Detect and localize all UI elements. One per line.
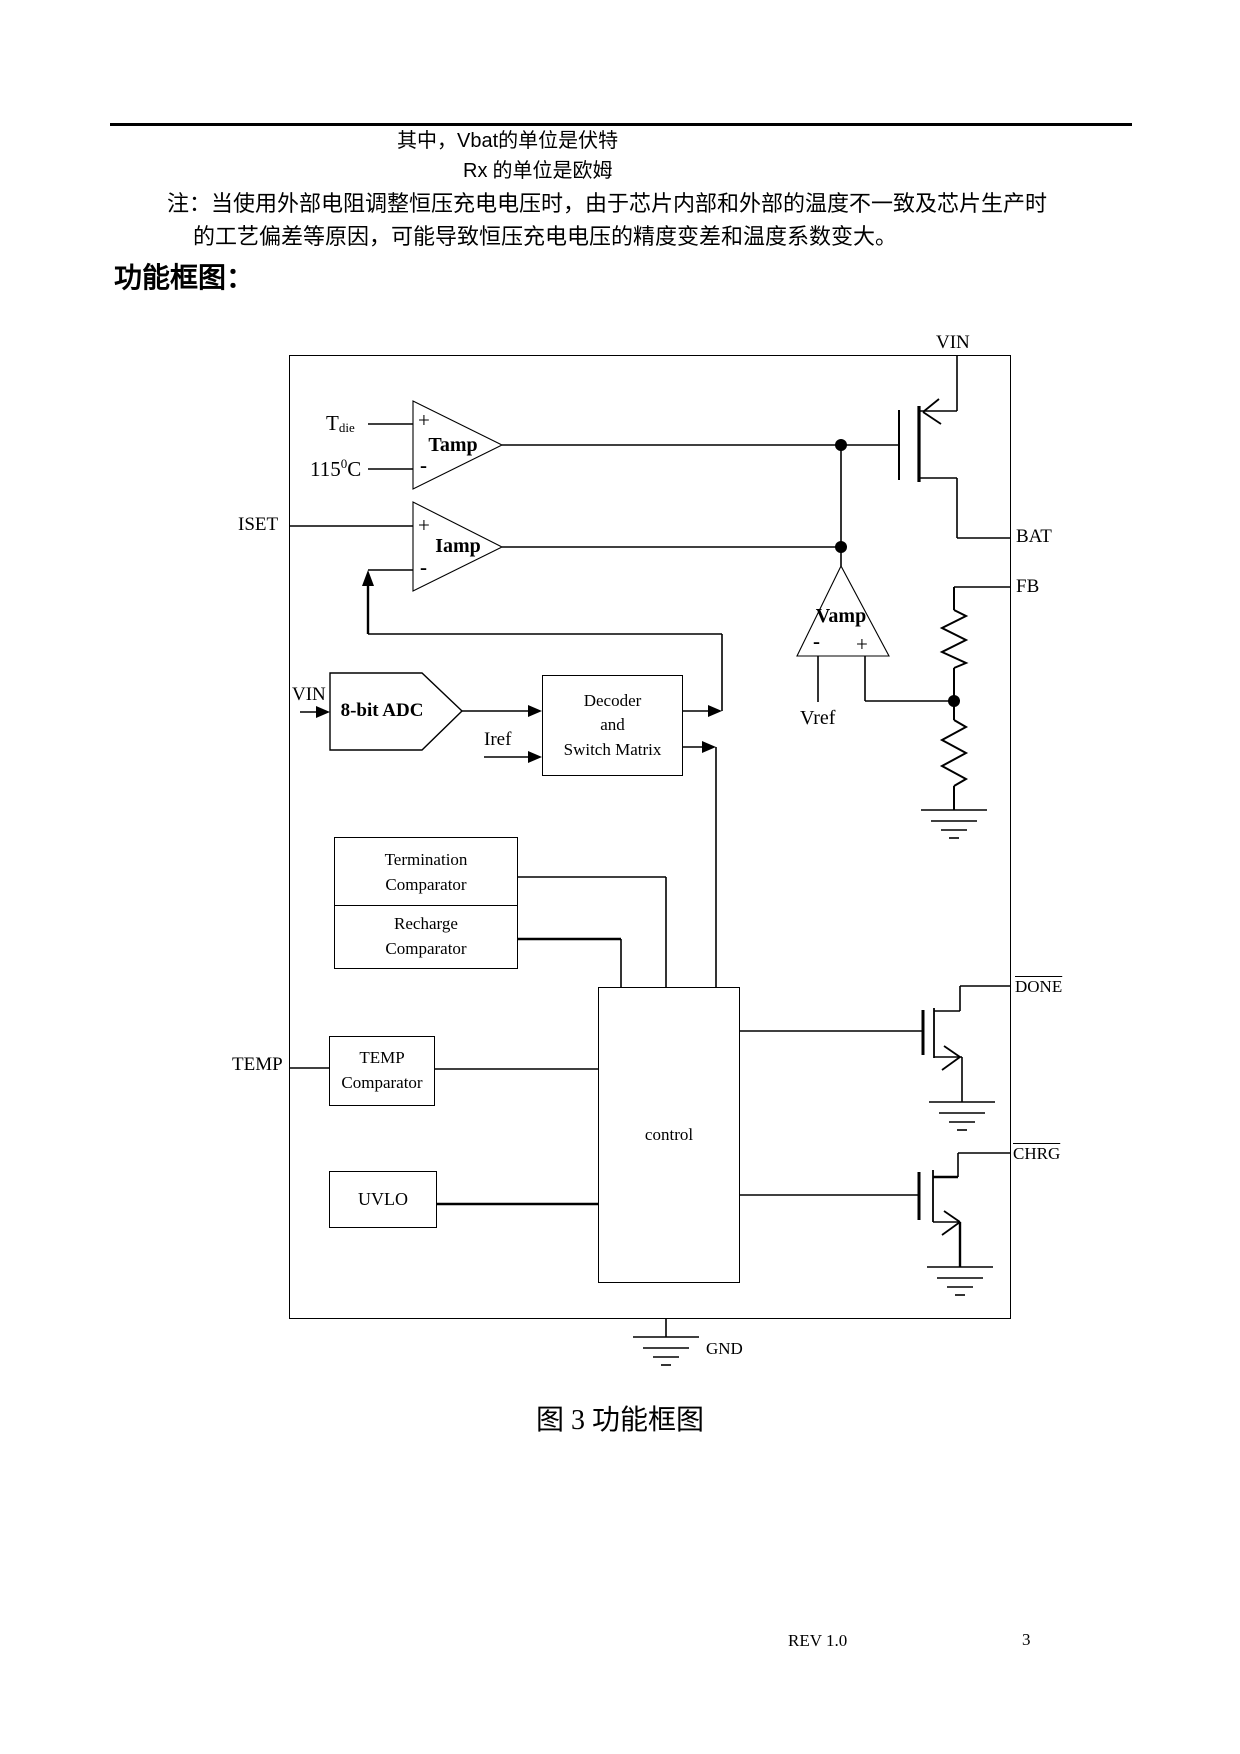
vamp-plus-sign: + [856, 632, 868, 656]
chrg-port-label: CHRG [1013, 1144, 1061, 1163]
feedback-arrowhead [362, 570, 374, 586]
termination-comparator-block: Termination Comparator [334, 837, 518, 908]
adc-decoder-arrow [462, 705, 542, 717]
pmos-pass-transistor [898, 355, 1011, 539]
decoder-output-feedback [681, 705, 722, 717]
tamp-label: Tamp [428, 434, 478, 456]
vin-adc-arrow [300, 706, 330, 718]
tamp-input-wires [368, 423, 413, 470]
unit-note-line2-var: Rx [463, 160, 488, 182]
iamp-plus-sign: + [418, 513, 430, 537]
temp-threshold-unit: C [347, 457, 362, 481]
uvlo-block: UVLO [329, 1171, 437, 1228]
unit-note-line1-suffix: 的单位是伏特 [498, 130, 619, 152]
temp-comparator-block: TEMP Comparator [329, 1036, 435, 1106]
figure-caption: 图 3 功能框图 [535, 1405, 704, 1436]
temp-threshold-superscript: 0 [340, 456, 348, 471]
tdie-base: T [326, 411, 339, 435]
temp-threshold-label: 1150C [310, 456, 362, 481]
caution-note-label: 注： [167, 191, 212, 216]
caution-note-line1: 注：当使用外部电阻调整恒压充电电压时，由于芯片内部和外部的温度不一致及芯片生产时 [167, 191, 1047, 216]
termination-output-wire [516, 876, 667, 987]
tdie-subscript: die [338, 420, 355, 435]
decoder-output-control [681, 741, 717, 987]
iref-label: Iref [484, 729, 512, 750]
tamp-minus-sign: - [420, 453, 427, 477]
vin-adc-label: VIN [292, 684, 326, 705]
junction-dots [835, 439, 960, 707]
done-nmos-transistor [738, 985, 1011, 1131]
tdie-label: Tdie [326, 411, 355, 436]
footer-revision: REV 1.0 [788, 1631, 848, 1650]
control-block: control [598, 987, 740, 1283]
header-rule [110, 123, 1132, 126]
iamp-feedback-wire [366, 569, 723, 711]
vamp-minus-sign: - [813, 629, 820, 653]
tamp-plus-sign: + [418, 408, 430, 432]
iamp-triangle [412, 501, 504, 592]
temp-port-label: TEMP [232, 1054, 283, 1075]
vamp-triangle [796, 564, 890, 657]
temp-threshold-number: 115 [310, 457, 341, 481]
adc-label: 8-bit ADC [340, 700, 424, 721]
vin-port-label: VIN [936, 332, 970, 353]
gnd-port-label: GND [706, 1339, 743, 1358]
fb-resistor-divider [921, 586, 1011, 839]
unit-note-line1: 其中，Vbat的单位是伏特 [397, 130, 618, 153]
caution-note-text1: 当使用外部电阻调整恒压充电电压时，由于芯片内部和外部的温度不一致及芯片生产时 [211, 191, 1048, 216]
unit-note-line1-prefix: 其中， [397, 130, 457, 152]
vamp-label: Vamp [815, 605, 867, 627]
iref-arrow [484, 751, 542, 763]
adc-pentagon [329, 672, 464, 751]
iamp-minus-sign: - [420, 555, 427, 579]
gnd-symbol [633, 1319, 699, 1366]
vamp-input-wires [817, 656, 954, 702]
unit-note-line2: Rx 的单位是欧姆 [463, 160, 612, 183]
iamp-label: Iamp [435, 535, 481, 557]
vref-label: Vref [800, 707, 836, 729]
caution-note-line2: 的工艺偏差等原因，可能导致恒压充电电压的精度变差和温度系数变大。 [193, 224, 898, 249]
chip-boundary-box [289, 355, 1011, 1319]
unit-note-line1-var: Vbat [457, 130, 499, 152]
decoder-switch-matrix-block: Decoder and Switch Matrix [542, 675, 683, 776]
unit-note-line2-suffix: 的单位是欧姆 [487, 160, 613, 182]
tamp-triangle [412, 400, 504, 490]
fb-port-label: FB [1016, 576, 1040, 597]
chrg-nmos-transistor [738, 1152, 1011, 1296]
recharge-output-wire [516, 937, 622, 987]
footer-page-number: 3 [1022, 1630, 1031, 1649]
recharge-comparator-block: Recharge Comparator [334, 905, 518, 969]
done-port-label: DONE [1015, 977, 1063, 996]
bat-port-label: BAT [1016, 526, 1052, 547]
iset-port-label: ISET [238, 514, 279, 535]
section-heading: 功能框图： [114, 263, 255, 294]
